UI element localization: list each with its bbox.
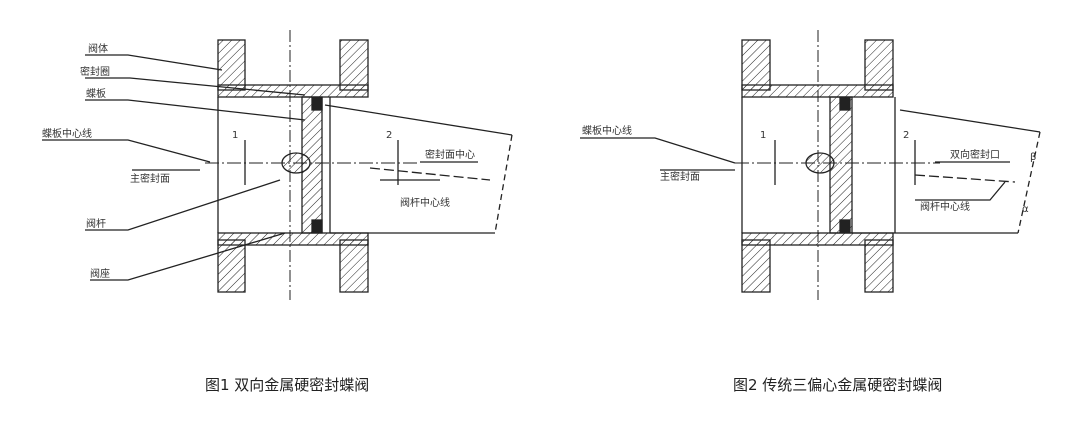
figure2-drawing: [580, 30, 1041, 300]
label-stem-centerline: 阀杆中心线: [400, 196, 450, 209]
label-seal-ring: 密封圈: [80, 65, 110, 78]
figure1-caption: 图1 双向金属硬密封蝶阀: [205, 376, 370, 394]
label-disc: 蝶板: [86, 87, 106, 100]
figure2-caption: 图2 传统三偏心金属硬密封蝶阀: [733, 376, 943, 394]
label-stem-centerline-2: 阀杆中心线: [920, 200, 970, 213]
figure1-drawing: [42, 30, 513, 300]
label-valve-body: 阀体: [88, 42, 108, 55]
dim-2-2: 2: [903, 130, 909, 141]
label-disc-centerline-2: 蝶板中心线: [582, 124, 632, 137]
label-seat: 阀座: [90, 267, 110, 280]
figure1-labels: 阀体 密封圈 蝶板 蝶板中心线 主密封面 阀杆 阀座 密封面中心 阀杆中心线 1…: [42, 42, 475, 280]
dim-1: 1: [232, 130, 238, 141]
label-stem: 阀杆: [86, 217, 106, 230]
label-main-seal: 主密封面: [130, 172, 170, 185]
dim-alpha: α: [1022, 204, 1029, 215]
label-disc-centerline: 蝶板中心线: [42, 127, 92, 140]
dim-2: 2: [386, 130, 392, 141]
label-main-seal-2: 主密封面: [660, 170, 700, 183]
dim-1-2: 1: [760, 130, 766, 141]
figure2-labels: 蝶板中心线 主密封面 双向密封口 阀杆中心线 1 2 β α: [582, 124, 1036, 215]
label-bidirectional-seal: 双向密封口: [950, 148, 1000, 161]
dim-beta: β: [1030, 152, 1036, 163]
label-seal-center: 密封面中心: [425, 148, 475, 161]
